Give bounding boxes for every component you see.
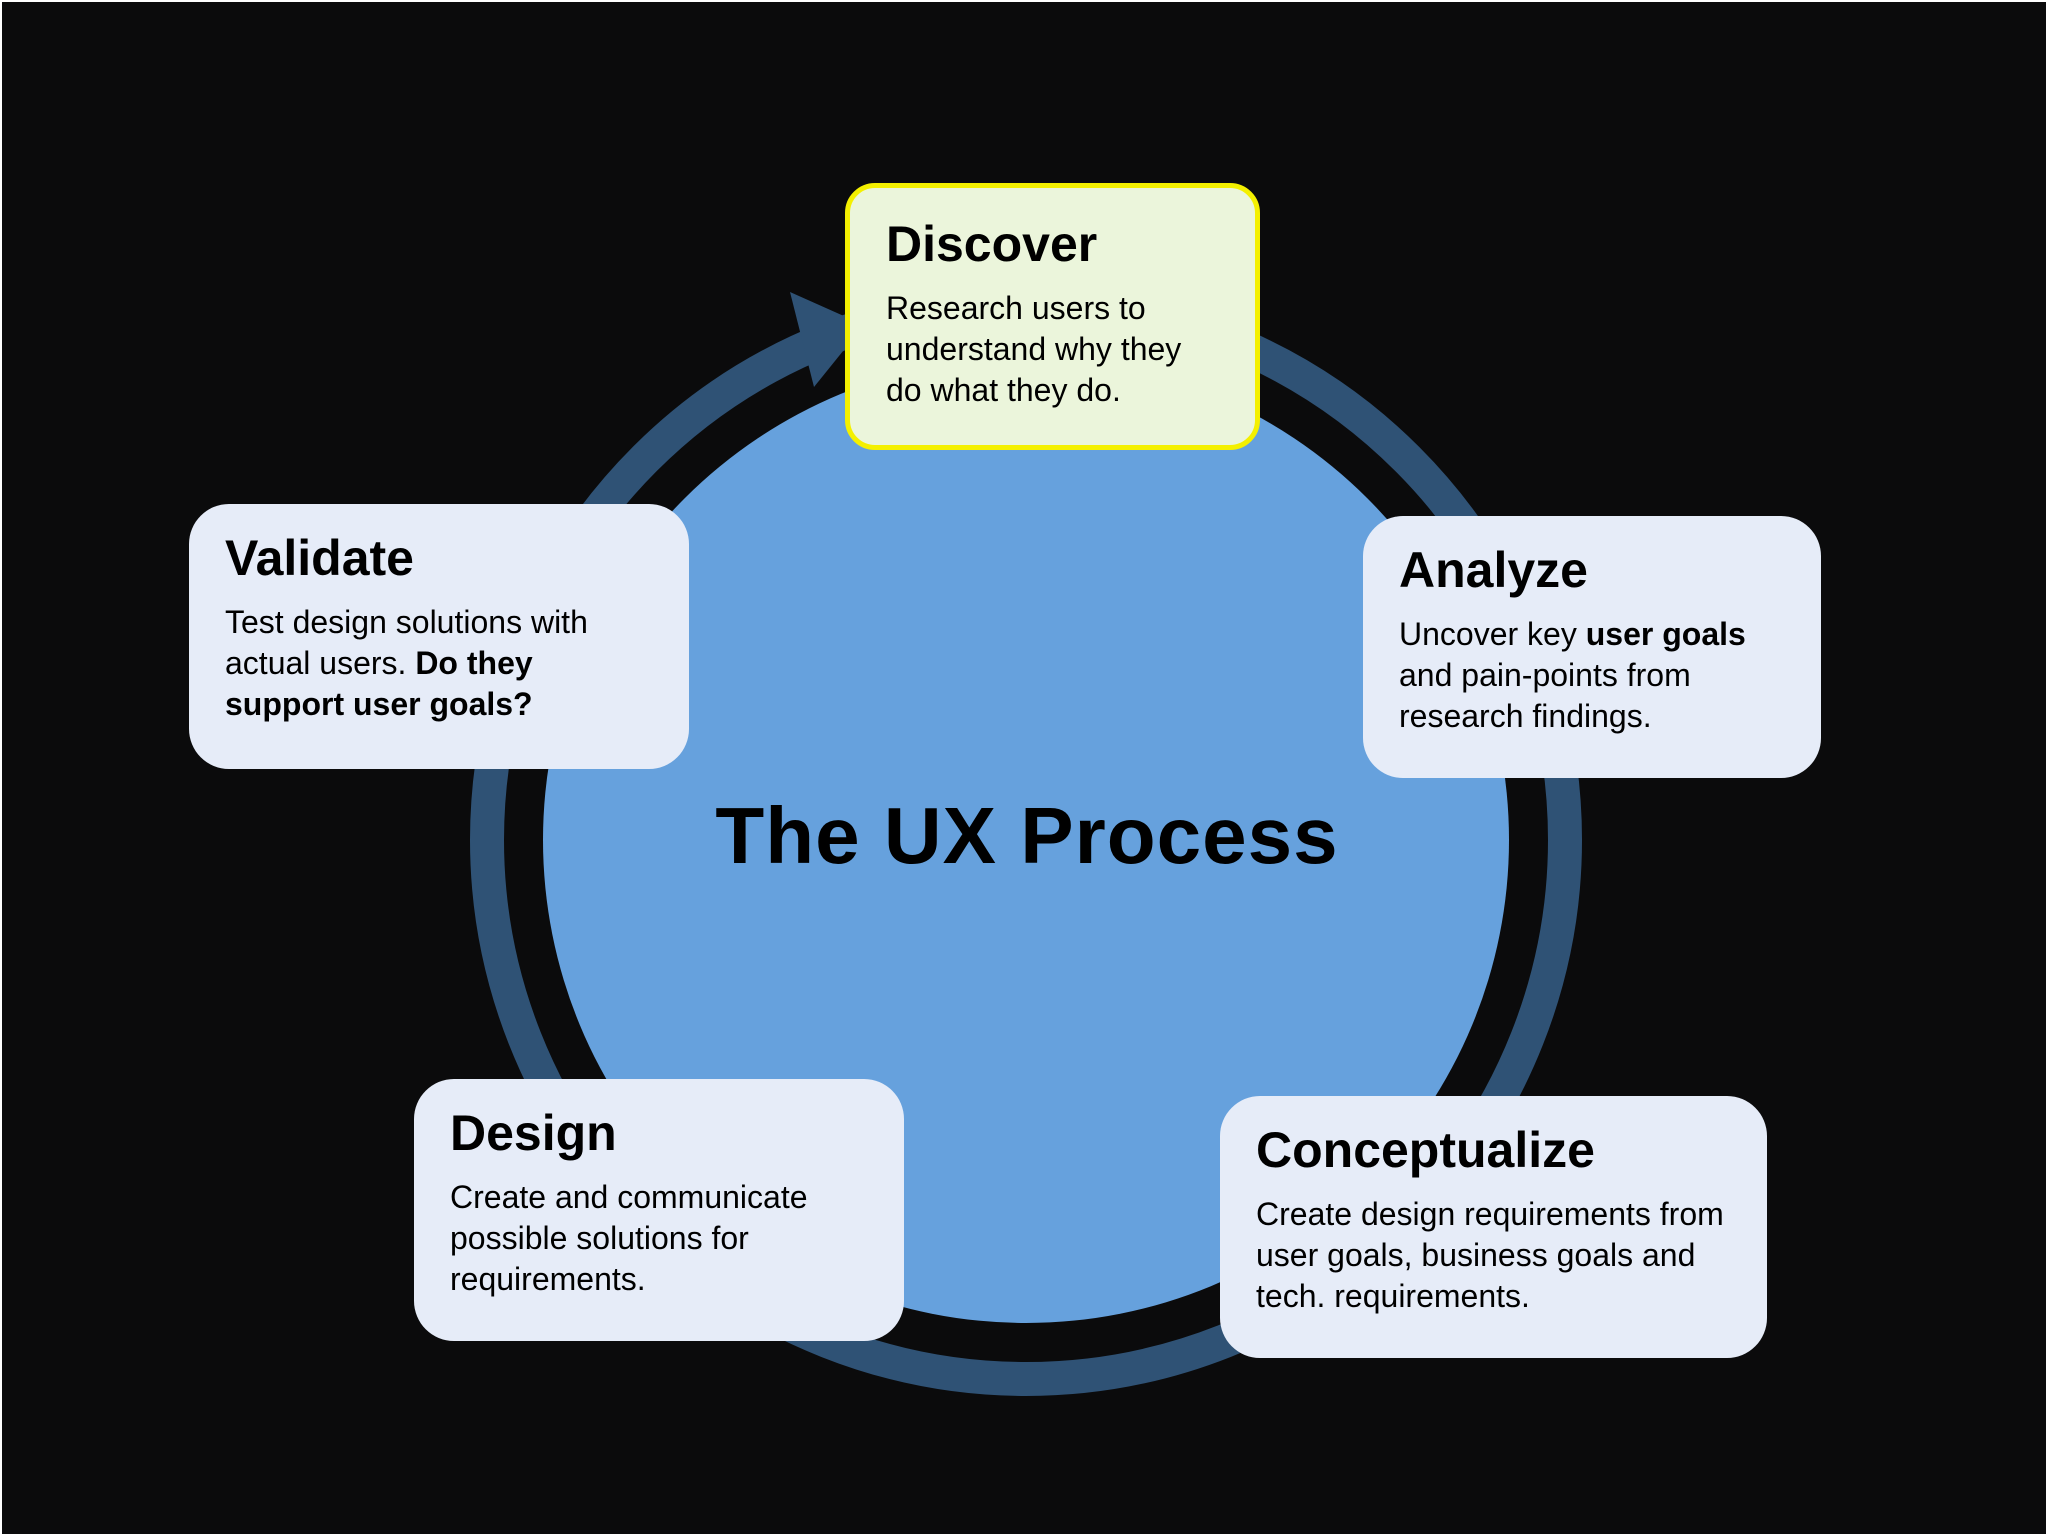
step-card-conceptualize: Conceptualize Create design requirements… (1220, 1096, 1767, 1358)
step-title: Discover (886, 216, 1098, 272)
step-title: Design (450, 1105, 617, 1161)
step-description: Create design requirements from user goa… (1256, 1195, 1724, 1314)
arrow-right-icon (790, 292, 864, 387)
step-title: Analyze (1399, 542, 1588, 598)
step-card-design: Design Create and communicate possible s… (414, 1079, 904, 1341)
step-description: Research users to understand why they do… (886, 289, 1182, 408)
step-title: Validate (225, 530, 414, 586)
diagram-title: The UX Process (715, 791, 1339, 880)
step-description: Uncover key user goals and pain-points f… (1399, 615, 1746, 734)
step-card-validate: Validate Test design solutions with actu… (189, 504, 689, 769)
step-title: Conceptualize (1256, 1122, 1595, 1178)
step-description: Test design solutions with actual users.… (225, 603, 588, 722)
step-description: Create and communicate possible solution… (450, 1178, 808, 1297)
step-card-discover: Discover Research users to understand wh… (845, 183, 1260, 450)
step-card-analyze: Analyze Uncover key user goals and pain-… (1363, 516, 1821, 778)
